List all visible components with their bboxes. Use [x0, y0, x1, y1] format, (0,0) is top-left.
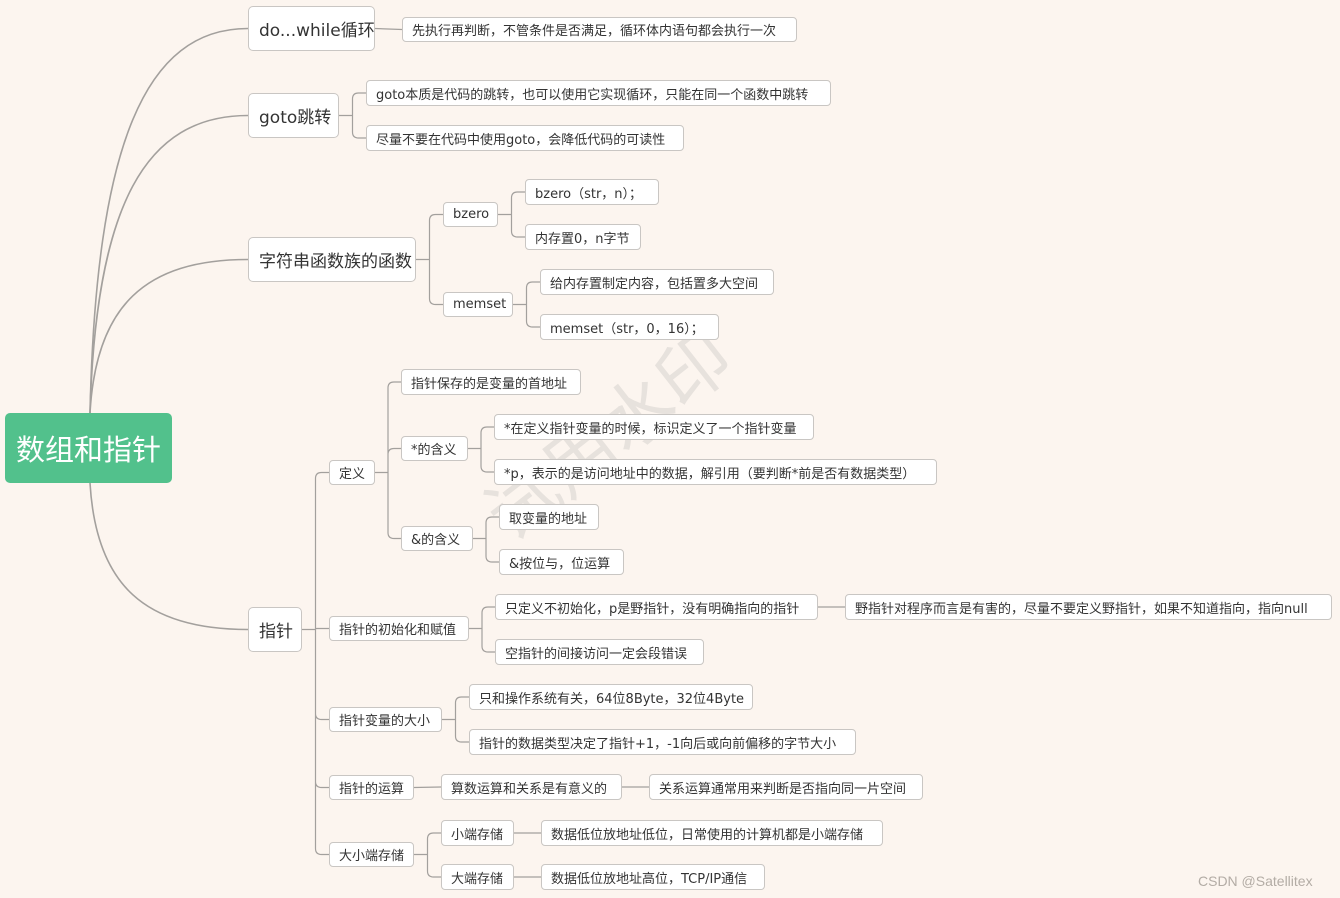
- leaf-bzero-desc[interactable]: 内存置0，n字节: [525, 224, 641, 250]
- topic-dowhile[interactable]: do...while循环: [248, 6, 375, 51]
- branch-connector: [374, 27, 403, 31]
- subtopic-dowhile-desc[interactable]: 先执行再判断，不管条件是否满足，循环体内语句都会执行一次: [402, 17, 797, 42]
- credit-watermark: CSDN @Satellitex: [1198, 873, 1313, 889]
- leaf-star-declaration[interactable]: *在定义指针变量的时候，标识定义了一个指针变量: [494, 414, 814, 440]
- topic-pointer[interactable]: 指针: [248, 607, 302, 652]
- subtopic-endianness[interactable]: 大小端存储: [329, 842, 414, 867]
- topic-string-functions[interactable]: 字符串函数族的函数: [248, 237, 416, 282]
- subtopic-bzero[interactable]: bzero: [443, 202, 498, 227]
- subtopic-definition[interactable]: 定义: [329, 460, 375, 485]
- subtopic-pointer-ops[interactable]: 指针的运算: [329, 775, 414, 800]
- leaf-memset-signature[interactable]: memset（str，0，16）；: [540, 314, 719, 340]
- leaf-little-endian[interactable]: 小端存储: [441, 820, 514, 846]
- branch-connector: [414, 832, 441, 878]
- leaf-big-endian[interactable]: 大端存储: [441, 864, 514, 890]
- subtopic-init-assign[interactable]: 指针的初始化和赋值: [329, 616, 469, 641]
- leaf-size-offset[interactable]: 指针的数据类型决定了指针+1，-1向后或向前偏移的字节大小: [469, 729, 856, 755]
- branch-connector: [339, 92, 366, 139]
- leaf-wild-pointer-note[interactable]: 野指针对程序而言是有害的，尽量不要定义野指针，如果不知道指向，指向null: [845, 594, 1332, 620]
- subtopic-pointer-size[interactable]: 指针变量的大小: [329, 707, 442, 732]
- subtopic-goto-essence[interactable]: goto本质是代码的跳转，也可以使用它实现循环，只能在同一个函数中跳转: [366, 80, 831, 106]
- leaf-wild-pointer[interactable]: 只定义不初始化，p是野指针，没有明确指向的指针: [495, 594, 818, 620]
- leaf-ops-relation[interactable]: 关系运算通常用来判断是否指向同一片空间: [649, 774, 923, 800]
- leaf-pointer-stores-address[interactable]: 指针保存的是变量的首地址: [401, 369, 581, 395]
- root-connector: [89, 114, 249, 414]
- branch-connector: [442, 696, 469, 743]
- subtopic-goto-avoid[interactable]: 尽量不要在代码中使用goto，会降低代码的可读性: [366, 125, 684, 151]
- root-connector: [89, 482, 249, 631]
- subtopic-memset[interactable]: memset: [443, 292, 513, 317]
- root-connector: [89, 27, 249, 414]
- branch-connector: [498, 191, 525, 238]
- subtopic-star-meaning[interactable]: *的含义: [401, 436, 468, 461]
- branch-connector: [468, 426, 494, 473]
- leaf-memset-desc[interactable]: 给内存置制定内容，包括置多大空间: [540, 269, 774, 295]
- branch-connector: [302, 471, 329, 856]
- branch-connector: [375, 381, 401, 540]
- leaf-amp-bitwise-and[interactable]: &按位与，位运算: [499, 549, 624, 575]
- leaf-ops-arith[interactable]: 算数运算和关系是有意义的: [441, 774, 622, 800]
- leaf-star-dereference[interactable]: *p，表示的是访问地址中的数据，解引用（要判断*前是否有数据类型）: [494, 459, 937, 485]
- branch-connector: [413, 786, 442, 789]
- root-topic[interactable]: 数组和指针: [5, 413, 172, 483]
- branch-connector: [513, 281, 540, 328]
- subtopic-amp-meaning[interactable]: &的含义: [401, 526, 473, 551]
- leaf-big-endian-desc[interactable]: 数据低位放地址高位，TCP/IP通信: [541, 864, 765, 890]
- leaf-size-os[interactable]: 只和操作系统有关，64位8Byte，32位4Byte: [469, 684, 753, 710]
- branch-connector: [473, 516, 499, 563]
- leaf-little-endian-desc[interactable]: 数据低位放地址低位，日常使用的计算机都是小端存储: [541, 820, 883, 846]
- branch-connector: [416, 213, 443, 306]
- topic-goto[interactable]: goto跳转: [248, 93, 339, 138]
- leaf-bzero-signature[interactable]: bzero（str，n）；: [525, 179, 659, 205]
- leaf-null-pointer[interactable]: 空指针的间接访问一定会段错误: [495, 639, 704, 665]
- leaf-amp-address-of[interactable]: 取变量的地址: [499, 504, 599, 530]
- branch-connector: [469, 606, 495, 653]
- root-connector: [89, 258, 249, 414]
